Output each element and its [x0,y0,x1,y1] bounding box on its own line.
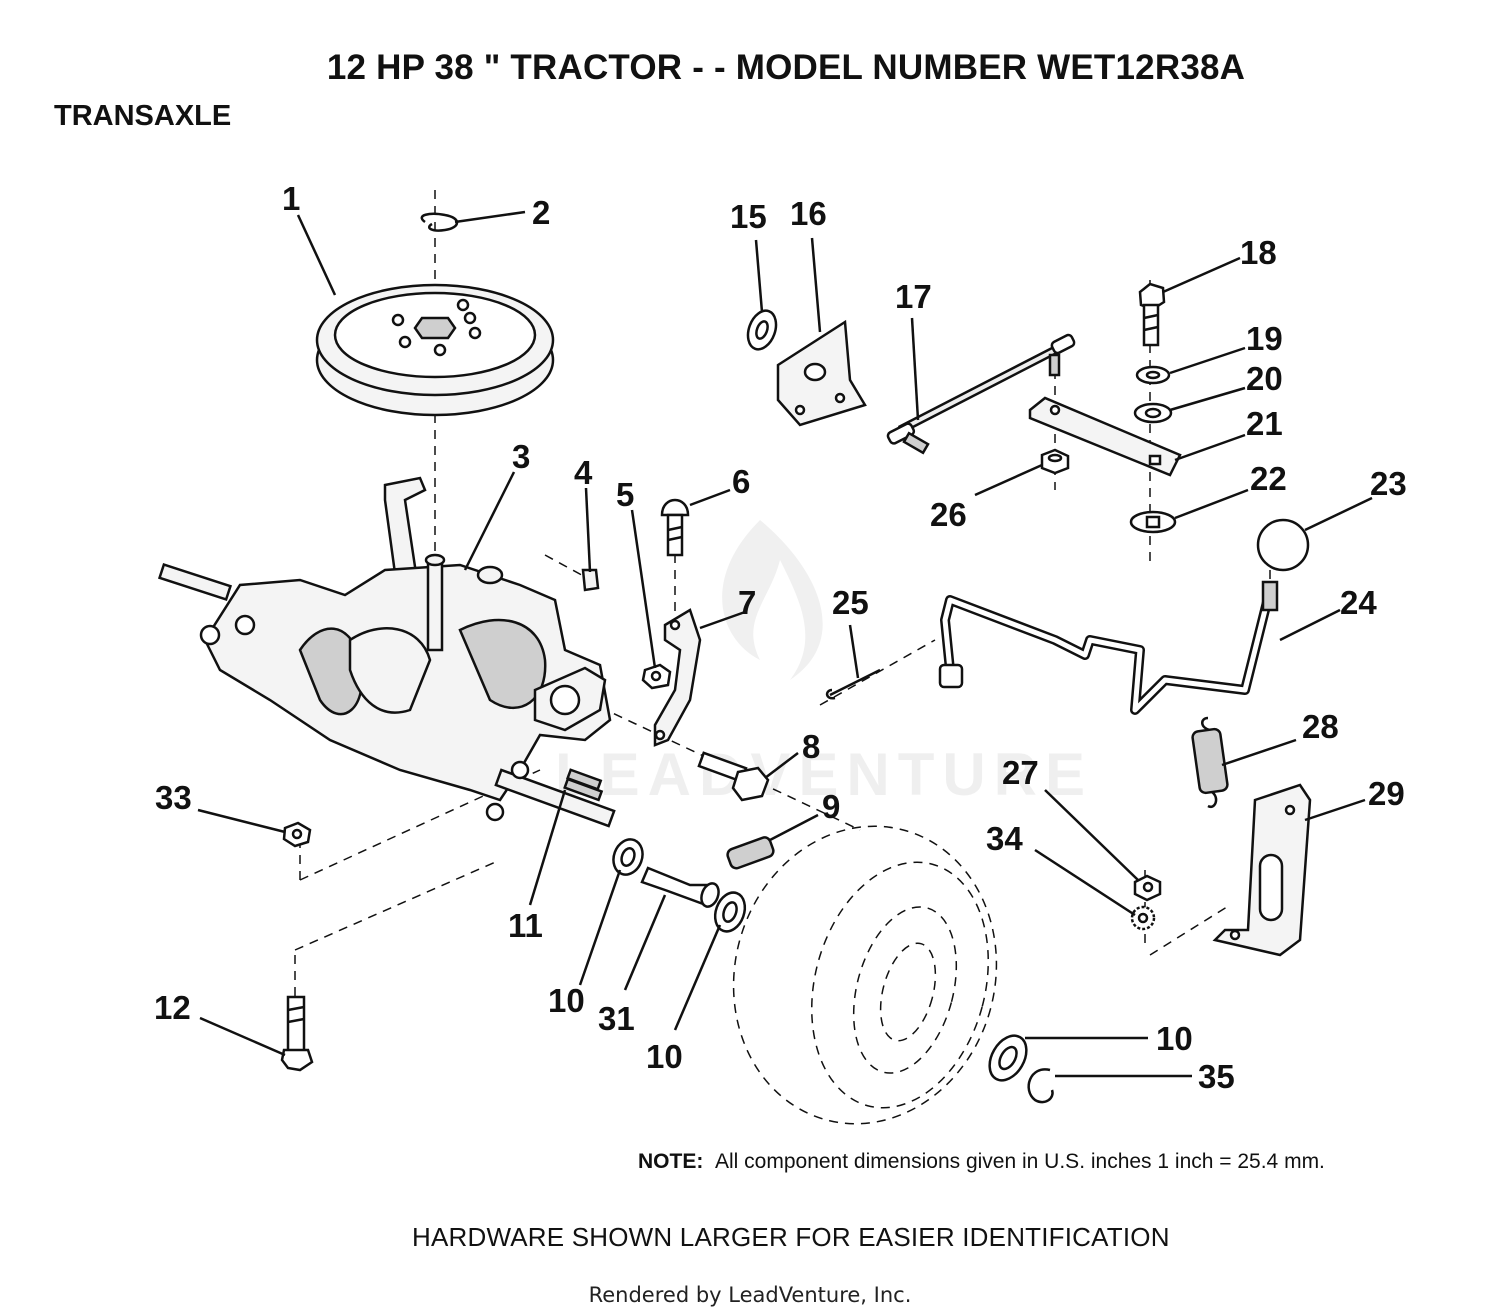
control-rod-part [886,333,1076,455]
shift-lever-part [938,580,1279,715]
callout-label: 21 [1246,405,1283,442]
note-label: NOTE: [638,1150,704,1173]
hex-bolt-18-part [1138,282,1166,347]
woodruff-key-part [565,768,603,791]
bolt-part [697,751,770,802]
callout-label: 19 [1246,320,1283,357]
footer-credit: Rendered by LeadVenture, Inc. [588,1283,912,1307]
square-washer-part [1129,510,1177,534]
hex-bolt-part [280,995,314,1072]
section-title: TRANSAXLE [54,100,232,132]
svg-text:LEADVENTURE: LEADVENTURE [555,741,1093,808]
callout-label: 2 [532,194,550,231]
callout-labels: 1 2 3 4 5 6 7 8 9 10 11 12 15 16 17 18 1… [154,180,1407,1095]
page-title: 12 HP 38 " TRACTOR - - MODEL NUMBER WET1… [326,48,1246,87]
knob-part [1256,518,1310,572]
callout-label: 7 [738,584,756,621]
lock-washer-part [1135,365,1171,385]
spacer-part [640,866,720,908]
callout-label: 35 [1198,1058,1235,1095]
nut-27-part [1133,874,1162,902]
callout-label: 1 [282,180,300,217]
extension-spring-part [1191,716,1229,809]
note-text: All component dimensions given in U.S. i… [715,1150,1325,1173]
callout-label: 6 [732,463,750,500]
dimension-note: NOTE: All component dimensions given in … [638,1150,1358,1173]
hex-nut-part [282,821,312,848]
callout-label: 29 [1368,775,1405,812]
callout-label: 24 [1340,584,1377,621]
callout-label: 20 [1246,360,1283,397]
callout-label: 3 [512,438,530,475]
callout-label: 11 [508,907,543,944]
retaining-clip-part [420,212,459,232]
lever-arm-part [1028,396,1182,477]
callout-label: 34 [986,820,1023,857]
nut-part [641,663,672,690]
callout-label: 28 [1302,708,1339,745]
callout-label: 23 [1370,465,1407,502]
callout-label: 10 [548,982,585,1019]
bracket-part [653,608,702,747]
callout-label: 22 [1250,460,1287,497]
transaxle-part [157,476,616,828]
washer-part [612,838,1028,1082]
flat-washer-20-part [1133,402,1173,424]
callout-label: 31 [598,1000,635,1037]
hardware-note: HARDWARE SHOWN LARGER FOR EASIER IDENTIF… [412,1222,1170,1252]
carriage-bolt-part [660,498,690,557]
pulley-part [315,283,555,417]
callout-label: 10 [1156,1020,1193,1057]
mounting-bracket-part [776,319,867,427]
cotter-pin-part [825,668,881,700]
callout-label: 16 [790,195,827,232]
callout-label: 5 [616,476,634,513]
e-clip-part [1027,1068,1054,1104]
leader-lines [197,210,1373,1078]
star-washer-part [1130,905,1156,931]
wheel-outline [732,825,998,1125]
callout-label: 8 [802,728,820,765]
callout-label: 10 [646,1038,683,1075]
spring-bracket-part [1212,783,1312,957]
callout-label: 27 [1002,754,1039,791]
callout-label: 4 [574,454,593,491]
callout-label: 17 [895,278,932,315]
callout-label: 18 [1240,234,1277,271]
flat-washer-part [746,309,778,351]
callout-label: 26 [930,496,967,533]
spring-part [726,836,775,870]
callout-label: 15 [730,198,767,235]
watermark-logo: LEADVENTURE [555,520,1093,808]
callout-label: 9 [822,788,840,825]
callout-label: 12 [154,989,191,1026]
pin-part [581,568,600,592]
nut-26-part [1040,448,1070,475]
callout-label: 33 [155,779,192,816]
callout-label: 25 [832,584,869,621]
